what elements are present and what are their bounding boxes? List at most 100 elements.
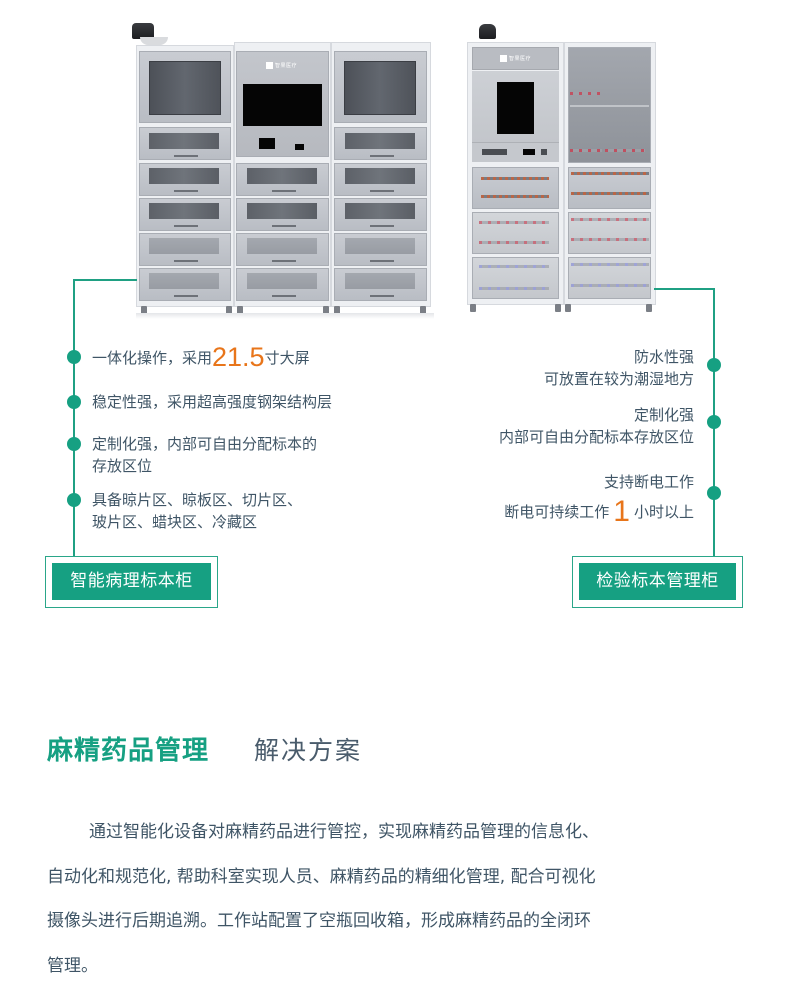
cabinet-drawer	[472, 212, 559, 254]
paragraph-line: 管理。	[47, 955, 98, 976]
feature-text: 具备晾片区、晾板区、切片区、	[92, 491, 303, 509]
feature-text: 定制化强	[633, 406, 694, 424]
specimen-row	[479, 221, 549, 224]
drawer-window	[149, 133, 219, 149]
specimen-row	[481, 177, 549, 180]
specimen-row	[571, 284, 649, 287]
card-reader	[523, 149, 535, 155]
cabinet-leg	[141, 306, 147, 314]
cabinet-logo-text: 智果医疗	[509, 56, 532, 62]
specimen-row	[570, 92, 600, 95]
cabinet-leg	[646, 304, 652, 312]
drawer-window	[247, 238, 317, 254]
camera-arm	[140, 37, 168, 45]
bullet-dot	[67, 350, 81, 364]
pathology-cabinet-label: 智能病理标本柜	[52, 563, 211, 600]
bullet-dot	[707, 358, 721, 372]
cabinet-leg	[226, 306, 232, 314]
bullet-dot	[707, 415, 721, 429]
left-feature-1: 一体化操作，采用21.5寸大屏	[92, 344, 310, 371]
connector-line	[654, 288, 714, 290]
specimen-row	[571, 172, 649, 175]
drawer-handle	[370, 190, 394, 192]
specimen-row	[570, 149, 602, 152]
drawer-window	[149, 203, 219, 219]
drawer-window	[345, 168, 415, 184]
cabinet-drawer	[472, 257, 559, 299]
shelf	[570, 105, 649, 107]
card-reader	[259, 138, 275, 149]
drawer-handle	[174, 295, 198, 297]
drawer-window	[345, 238, 415, 254]
cabinet-glass	[149, 61, 221, 115]
feature-text: 存放区位	[92, 457, 153, 475]
cabinet-drawer	[472, 167, 559, 209]
cabinet-shadow	[136, 313, 434, 319]
feature-text: 内部可自由分配标本存放区位	[498, 428, 694, 446]
card-slot	[482, 149, 507, 155]
drawer-window	[247, 168, 317, 184]
highlight-number: 21.5	[212, 342, 265, 372]
drawer-handle	[174, 190, 198, 192]
scanner	[541, 149, 547, 155]
right-feature-2: 定制化强 内部可自由分配标本存放区位	[499, 404, 694, 448]
paragraph-line: 自动化和规范化, 帮助科室实现人员、麻精药品的精细化管理, 配合可视化	[47, 866, 596, 887]
right-feature-1: 防水性强 可放置在较为潮湿地方	[544, 346, 694, 390]
cabinet-logo: 智果医疗	[500, 55, 531, 62]
bullet-dot	[707, 486, 721, 500]
specimen-row	[571, 192, 649, 195]
drawer-handle	[370, 295, 394, 297]
drawer-window	[149, 238, 219, 254]
scanner	[295, 144, 304, 150]
specimen-row	[479, 265, 549, 268]
feature-text: 小时以上	[633, 503, 694, 521]
drawer-window	[345, 273, 415, 289]
drawer-handle	[174, 225, 198, 227]
connector-line	[73, 279, 137, 281]
drawer-window	[247, 203, 317, 219]
specimen-row	[479, 287, 549, 290]
cabinet-leg	[565, 304, 571, 312]
left-feature-3: 定制化强，内部可自由分配标本的 存放区位	[92, 433, 317, 477]
feature-text: 定制化强，内部可自由分配标本的	[92, 435, 318, 453]
drawer-handle	[272, 295, 296, 297]
feature-text: 可放置在较为潮湿地方	[543, 370, 694, 388]
drawer-handle	[370, 225, 394, 227]
drawer-window	[149, 273, 219, 289]
highlight-number: 1	[613, 495, 630, 528]
feature-text: 寸大屏	[264, 349, 310, 367]
cabinet-logo-text: 智果医疗	[275, 63, 298, 69]
drawer-handle	[272, 260, 296, 262]
feature-text: 一体化操作，采用	[92, 349, 213, 367]
drawer-window	[247, 273, 317, 289]
feature-text: 断电可持续工作	[504, 503, 610, 521]
section-subtitle: 解决方案	[254, 736, 363, 765]
cabinet-glass	[344, 61, 416, 115]
specimen-row	[605, 149, 645, 152]
logo-header	[472, 47, 559, 70]
cabinet-logo: 智果医疗	[266, 62, 297, 69]
bullet-dot	[67, 437, 81, 451]
left-feature-4: 具备晾片区、晾板区、切片区、 玻片区、蜡块区、冷藏区	[92, 489, 302, 533]
section-title: 麻精药品管理	[47, 736, 210, 766]
feature-text: 防水性强	[633, 348, 694, 366]
cabinet-leg	[334, 306, 340, 314]
camera-icon	[479, 24, 496, 39]
cabinet-leg	[420, 306, 426, 314]
cabinet-leg	[470, 304, 476, 312]
drawer-handle	[370, 260, 394, 262]
paragraph-line: 通过智能化设备对麻精药品进行管控，实现麻精药品管理的信息化、	[47, 810, 747, 855]
cabinet-leg	[323, 306, 329, 314]
cabinet-leg	[237, 306, 243, 314]
cabinet-leg	[555, 304, 561, 312]
drawer-window	[345, 133, 415, 149]
lab-cabinet-label: 检验标本管理柜	[579, 563, 736, 600]
paragraph-line: 摄像头进行后期追溯。工作站配置了空瓶回收箱，形成麻精药品的全闭环	[47, 911, 591, 931]
specimen-row	[479, 241, 549, 244]
drawer-window	[345, 203, 415, 219]
section-paragraph: 通过智能化设备对麻精药品进行管控，实现麻精药品管理的信息化、 自动化和规范化, …	[47, 810, 747, 988]
feature-text: 支持断电工作	[603, 473, 694, 491]
camera-icon	[132, 23, 154, 39]
